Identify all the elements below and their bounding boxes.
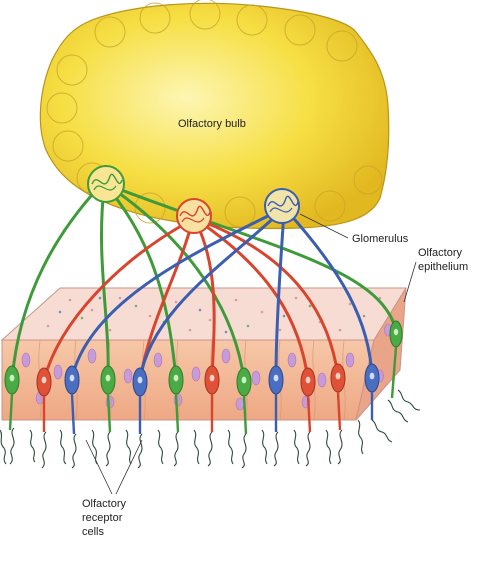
cilia: [0, 389, 421, 469]
red-receptor-cell: [204, 365, 220, 395]
receptor-leader-2: [115, 439, 143, 495]
epithelium-leader: [403, 261, 417, 303]
epithelium-label-line-1: Olfactory: [418, 247, 463, 259]
red-receptor-cell: [36, 367, 52, 397]
blue-receptor-cell: [64, 365, 80, 395]
green-receptor-cell: [236, 367, 252, 397]
dendrites: [8, 346, 398, 435]
leader-lines: [85, 213, 417, 495]
blue-receptor-cell: [268, 365, 284, 395]
red-receptor-cell: [330, 363, 346, 393]
green-receptor-cell: [168, 365, 184, 395]
glomerulus-label: Glomerulus: [352, 233, 409, 245]
blue-receptor-cell: [132, 367, 148, 397]
receptor-label-line-3: cells: [82, 526, 105, 538]
epithelium-label-line-2: epithelium: [418, 261, 469, 273]
receptor-cells: [4, 320, 403, 397]
olfactory-bulb-label: Olfactory bulb: [178, 118, 246, 130]
red-receptor-cell: [300, 367, 316, 397]
olfactory-receptor-cells-label: Olfactory receptor cells: [82, 497, 152, 539]
olfactory-epithelium-block: [0, 287, 407, 421]
olfactory-epithelium-label: Olfactory epithelium: [418, 246, 484, 274]
receptor-label-line-2: receptor: [82, 512, 123, 524]
blue-receptor-cell: [364, 363, 380, 393]
receptor-leader-1: [85, 439, 113, 495]
glomerulus-leader: [299, 213, 349, 239]
glomeruli: [87, 165, 300, 234]
olfactory-bulb: [39, 0, 390, 230]
green-receptor-cell: [100, 365, 116, 395]
blue-glomerulus: [264, 188, 300, 224]
blue-axons: [70, 210, 374, 382]
red-glomerulus: [176, 198, 212, 234]
green-receptor-cell: [4, 365, 20, 395]
receptor-label-line-1: Olfactory: [82, 498, 127, 510]
green-receptor-cell: [389, 320, 403, 348]
green-glomerulus: [87, 165, 125, 203]
